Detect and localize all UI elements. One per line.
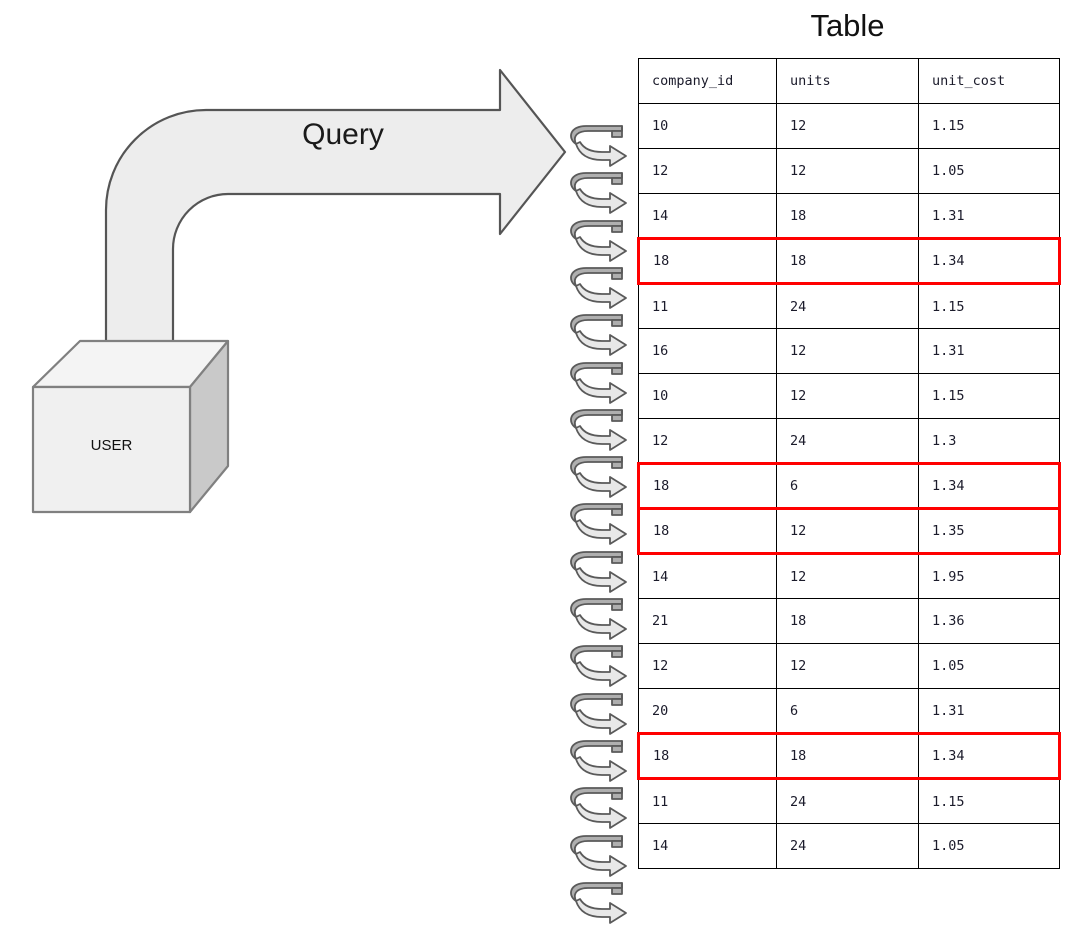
cell-company-id: 12 <box>638 148 777 194</box>
cell-company-id: 21 <box>638 598 777 644</box>
cell-company-id: 14 <box>638 823 777 869</box>
column-header-unit-cost: unit_cost <box>918 58 1060 104</box>
cell-company-id: 10 <box>638 373 777 419</box>
spiral-arrow-icon <box>566 165 630 217</box>
cell-company-id: 18 <box>637 732 777 780</box>
cell-company-id: 14 <box>638 553 777 599</box>
cell-company-id: 14 <box>638 193 777 239</box>
table-title: Table <box>810 8 885 43</box>
cell-units: 6 <box>776 462 919 510</box>
spiral-arrow-icon <box>566 496 630 548</box>
cell-unit-cost: 1.31 <box>918 193 1060 239</box>
spiral-arrow-icon <box>566 591 630 643</box>
spiral-arrow-icon <box>566 875 630 927</box>
cell-units: 12 <box>776 507 919 555</box>
spiral-arrow-icon <box>566 828 630 880</box>
cell-company-id: 12 <box>638 418 777 464</box>
spiral-arrow-icon <box>566 449 630 501</box>
cell-unit-cost: 1.34 <box>918 462 1061 510</box>
spiral-arrow-icon <box>566 213 630 265</box>
cell-units: 24 <box>776 283 919 329</box>
spiral-arrow-column <box>566 118 630 924</box>
spiral-arrow-icon <box>566 307 630 359</box>
cell-company-id: 18 <box>637 507 777 555</box>
cell-company-id: 11 <box>638 778 777 824</box>
user-cube-label: USER <box>90 437 133 454</box>
cell-company-id: 12 <box>638 643 777 689</box>
cell-unit-cost: 1.34 <box>918 237 1061 285</box>
cell-unit-cost: 1.05 <box>918 643 1060 689</box>
spiral-arrow-icon <box>566 733 630 785</box>
cell-units: 24 <box>776 418 919 464</box>
cell-units: 18 <box>776 598 919 644</box>
spiral-arrow-icon <box>566 638 630 690</box>
cell-company-id: 18 <box>637 237 777 285</box>
cell-unit-cost: 1.31 <box>918 688 1060 734</box>
cell-company-id: 16 <box>638 328 777 374</box>
spiral-arrow-icon <box>566 118 630 170</box>
cell-units: 24 <box>776 778 919 824</box>
cell-units: 12 <box>776 373 919 419</box>
cell-unit-cost: 1.95 <box>918 553 1060 599</box>
spiral-arrow-icon <box>566 355 630 407</box>
cell-unit-cost: 1.15 <box>918 373 1060 419</box>
cell-units: 12 <box>776 148 919 194</box>
cell-unit-cost: 1.15 <box>918 778 1060 824</box>
cell-units: 18 <box>776 237 919 285</box>
cell-unit-cost: 1.36 <box>918 598 1060 644</box>
cell-unit-cost: 1.31 <box>918 328 1060 374</box>
spiral-arrow-icon <box>566 260 630 312</box>
cell-company-id: 18 <box>637 462 777 510</box>
query-arrow-label: Query <box>302 118 384 151</box>
cell-units: 6 <box>776 688 919 734</box>
spiral-arrow-icon <box>566 780 630 832</box>
cell-unit-cost: 1.34 <box>918 732 1061 780</box>
cell-company-id: 10 <box>638 103 777 149</box>
column-header-units: units <box>776 58 919 104</box>
user-cube <box>31 339 230 514</box>
cell-unit-cost: 1.05 <box>918 148 1060 194</box>
cell-unit-cost: 1.15 <box>918 103 1060 149</box>
column-header-company-id: company_id <box>638 58 777 104</box>
cell-company-id: 20 <box>638 688 777 734</box>
table-header-row: company_id units unit_cost <box>638 58 1060 104</box>
cell-units: 18 <box>776 732 919 780</box>
cell-unit-cost: 1.3 <box>918 418 1060 464</box>
spiral-arrow-icon <box>566 544 630 596</box>
cell-units: 12 <box>776 553 919 599</box>
spiral-arrow-icon <box>566 686 630 738</box>
spiral-arrow-icon <box>566 402 630 454</box>
cell-units: 12 <box>776 103 919 149</box>
cell-unit-cost: 1.35 <box>918 507 1061 555</box>
cell-units: 12 <box>776 643 919 689</box>
cell-units: 24 <box>776 823 919 869</box>
cell-company-id: 11 <box>638 283 777 329</box>
query-arrow <box>104 68 567 345</box>
cell-units: 18 <box>776 193 919 239</box>
cell-units: 12 <box>776 328 919 374</box>
cell-unit-cost: 1.15 <box>918 283 1060 329</box>
cell-unit-cost: 1.05 <box>918 823 1060 869</box>
